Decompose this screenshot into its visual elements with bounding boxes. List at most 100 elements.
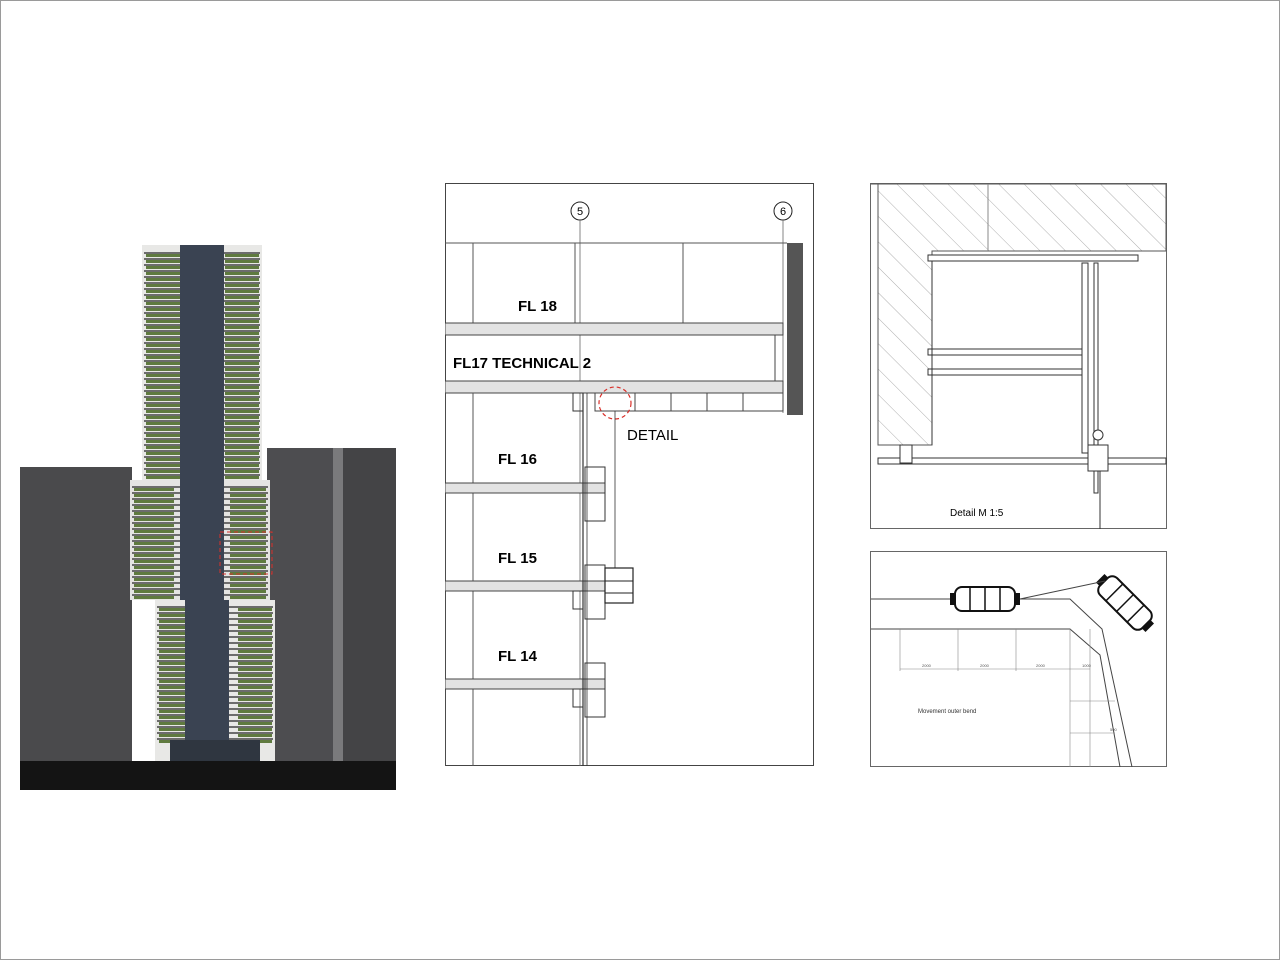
facade-section-drawing: 5 6 FL 18 FL17 TECHNICAL 2 DETAIL FL 1 [444,183,814,766]
floor-label-fl18: FL 18 [518,298,557,315]
balcony-greenery [134,578,174,581]
balcony-greenery [146,338,180,341]
balcony-greenery [159,668,185,671]
balcony-greenery [225,440,259,443]
balcony-greenery [225,404,259,407]
trolley [1087,444,1109,472]
balcony-greenery [134,524,174,527]
maintenance-gondola [604,567,634,604]
balcony-greenery [238,686,272,689]
detail-marker [219,531,273,575]
balcony-greenery [225,332,259,335]
balcony-greenery [230,524,266,527]
ground [20,761,396,790]
gridline-5-label: 5 [577,206,583,218]
balcony-greenery [225,296,259,299]
balcony-greenery [225,452,259,455]
balcony-greenery [225,344,259,347]
balcony-greenery [238,662,272,665]
balcony-greenery [230,572,266,575]
gondola-unit-straight [950,586,1020,612]
balcony-greenery [159,680,185,683]
balcony-greenery [159,704,185,707]
balcony-greenery [225,458,259,461]
balcony-greenery [225,356,259,359]
balcony-greenery [238,716,272,719]
balcony-greenery [159,638,185,641]
balcony-greenery [134,572,174,575]
balcony-greenery [238,698,272,701]
balcony-greenery [146,458,180,461]
balcony-greenery [238,620,272,623]
balcony-greenery [225,374,259,377]
balcony-greenery [146,374,180,377]
slab-fl18 [444,322,784,336]
balcony-greenery [238,656,272,659]
balcony-greenery [146,452,180,455]
balcony-greenery [230,512,266,515]
balcony-greenery [225,308,259,311]
balcony-greenery [238,650,272,653]
dimension-5: 500 [1110,727,1117,732]
balcony-greenery [134,596,174,599]
balcony-greenery [134,554,174,557]
neighbor-building-right-a [267,448,333,763]
balcony-greenery [146,332,180,335]
balcony-greenery [230,590,266,593]
floor-label-fl17: FL17 TECHNICAL 2 [453,355,591,372]
balcony-greenery [134,542,174,545]
balcony-greenery [134,548,174,551]
tower-lobby [170,740,260,761]
balcony-greenery [225,428,259,431]
balcony-greenery [159,626,185,629]
balcony-greenery [225,422,259,425]
balcony-greenery [238,734,272,737]
balcony-greenery [159,716,185,719]
tower-floors [130,245,275,761]
detail-panel-top: Detail M 1:5 [870,183,1167,529]
balcony-greenery [146,410,180,413]
core-wall [787,243,803,415]
balcony-greenery [146,326,180,329]
balcony-greenery [225,272,259,275]
balcony-greenery [238,722,272,725]
balcony-greenery [146,260,180,263]
balcony-greenery [230,560,266,563]
balcony-greenery [230,554,266,557]
balcony-greenery [225,254,259,257]
ceiling-panels [594,392,784,412]
balcony-greenery [159,728,185,731]
balcony-greenery [238,638,272,641]
balcony-greenery [146,464,180,467]
slab-fl16 [444,482,606,494]
balcony-greenery [225,476,259,479]
neighbor-building-right-b [343,448,396,763]
balcony-greenery [146,434,180,437]
balcony-greenery [159,650,185,653]
rail [877,457,1167,465]
balcony-greenery [159,698,185,701]
balcony-greenery [225,326,259,329]
tower-elevation-drawing [20,245,396,790]
balcony-greenery [225,410,259,413]
balcony-greenery [146,398,180,401]
balcony-greenery [134,488,174,491]
balcony-greenery [146,380,180,383]
detail-panel-bottom: 2000 2000 2000 1000 500 Movement outer b… [870,551,1167,768]
balcony-greenery [225,278,259,281]
balcony-greenery [238,614,272,617]
balcony-greenery [134,506,174,509]
balcony-greenery [159,692,185,695]
steel-post [1081,262,1089,454]
detail-bottom-drawing: 2000 2000 2000 1000 500 Movement outer b… [870,551,1167,768]
balcony-greenery [238,626,272,629]
balcony-greenery [146,254,180,257]
facade-profiles [572,392,606,718]
balcony-greenery [159,734,185,737]
dimension-3: 2000 [1036,663,1046,668]
balcony-greenery [225,470,259,473]
balcony-greenery [230,518,266,521]
tower-glass-core [180,245,224,490]
balcony-greenery [146,308,180,311]
balcony-greenery [225,368,259,371]
